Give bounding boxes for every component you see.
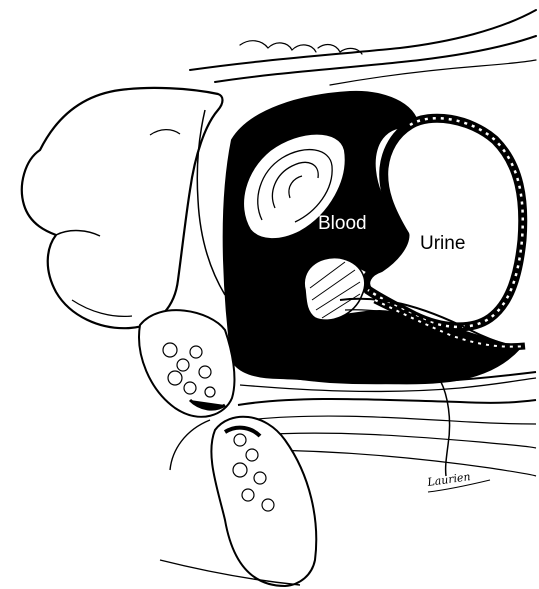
penis-outline (22, 88, 225, 328)
blood-label: Blood (318, 213, 367, 234)
urine-label: Urine (420, 233, 465, 254)
abdominal-wall (190, 10, 536, 85)
lower-structure (160, 417, 316, 586)
scrotum (139, 310, 234, 417)
artist-signature: Laurien (426, 470, 490, 492)
